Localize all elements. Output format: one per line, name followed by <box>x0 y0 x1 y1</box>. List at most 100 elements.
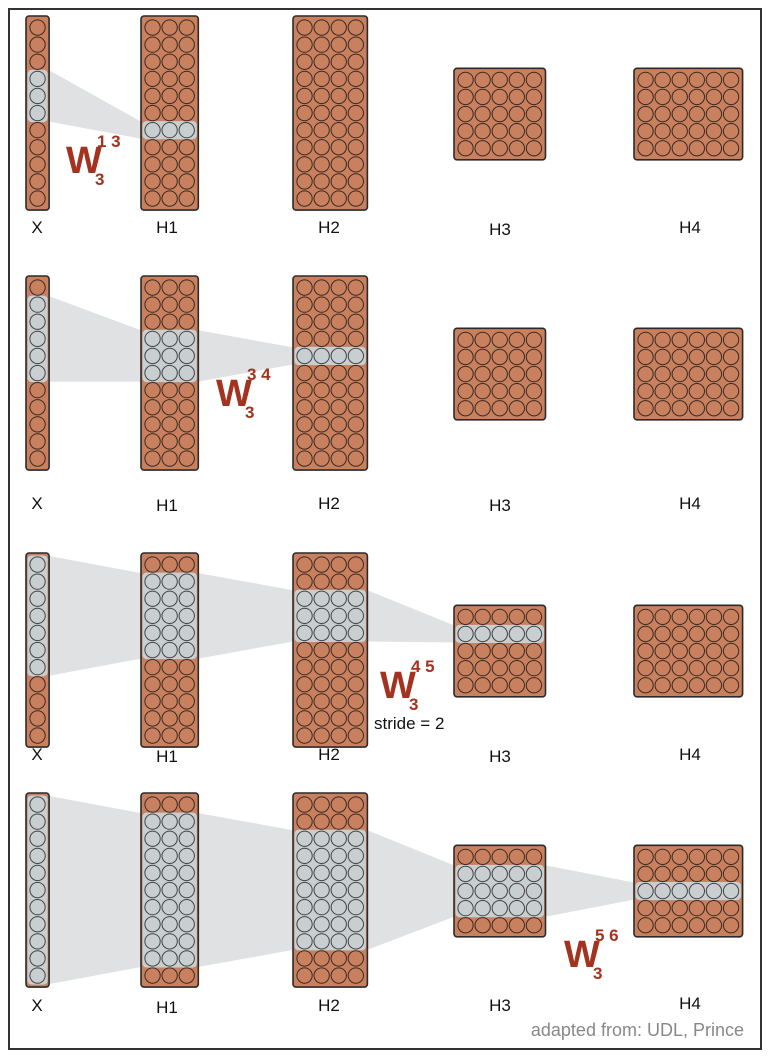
neuron <box>313 313 330 330</box>
neuron-highlighted <box>654 882 671 900</box>
neuron <box>654 848 671 865</box>
neuron <box>296 950 313 967</box>
neuron-highlighted <box>313 347 330 365</box>
layer-h2 <box>292 552 369 748</box>
neuron <box>178 190 195 207</box>
neuron <box>347 364 365 382</box>
neuron <box>29 173 46 190</box>
neuron-highlighted <box>29 296 46 313</box>
neuron-highlighted <box>178 881 195 899</box>
neuron <box>330 676 347 693</box>
panel-4-label-x: X <box>31 996 43 1015</box>
neuron <box>29 693 46 710</box>
neuron <box>161 556 178 573</box>
neuron <box>491 71 508 88</box>
neuron <box>330 382 347 399</box>
neuron <box>474 608 491 625</box>
neuron <box>161 296 178 313</box>
neuron <box>671 331 688 349</box>
neuron <box>29 19 46 36</box>
neuron <box>296 676 313 693</box>
neuron <box>525 917 543 934</box>
neuron <box>178 313 195 330</box>
neuron <box>296 139 313 156</box>
neuron <box>178 139 195 156</box>
neuron-highlighted <box>705 882 723 900</box>
neuron <box>474 917 491 934</box>
neuron-highlighted <box>491 865 508 883</box>
neuron <box>722 105 740 123</box>
neuron-highlighted <box>296 607 313 624</box>
neuron <box>330 313 347 330</box>
attribution-credit: adapted from: UDL, Prince <box>530 1020 744 1040</box>
neuron-highlighted <box>161 933 178 950</box>
neuron <box>161 36 178 53</box>
layer-h4 <box>633 604 744 698</box>
neuron <box>722 917 740 934</box>
neuron <box>654 660 671 677</box>
neuron <box>688 917 705 934</box>
neuron <box>474 105 491 123</box>
neuron <box>29 156 46 173</box>
neuron <box>144 296 161 313</box>
neuron <box>296 104 313 122</box>
neuron <box>313 573 330 590</box>
neuron <box>296 693 313 710</box>
neuron <box>178 693 195 710</box>
neuron-highlighted <box>330 933 347 950</box>
neuron <box>296 556 313 573</box>
neuron <box>313 450 330 467</box>
neuron-highlighted <box>313 830 330 847</box>
neuron <box>144 190 161 207</box>
neuron <box>330 433 347 450</box>
neuron-highlighted <box>29 104 46 122</box>
panel-4-label-h1: H1 <box>156 998 178 1017</box>
panel-4-label-h2: H2 <box>318 996 340 1015</box>
neuron <box>508 383 525 400</box>
neuron <box>296 313 313 330</box>
neuron <box>347 727 365 744</box>
neuron-highlighted <box>457 882 474 900</box>
neuron <box>654 677 671 694</box>
neuron <box>296 382 313 399</box>
neuron <box>144 399 161 416</box>
neuron <box>654 105 671 123</box>
neuron-highlighted <box>347 933 365 950</box>
neuron-highlighted <box>29 933 46 950</box>
neuron <box>347 796 365 813</box>
neuron-highlighted <box>474 882 491 900</box>
neuron-highlighted <box>178 364 195 382</box>
neuron <box>347 382 365 399</box>
neuron-highlighted <box>161 830 178 847</box>
layer-h1 <box>140 792 200 988</box>
neuron <box>347 330 365 348</box>
neuron-highlighted <box>144 847 161 864</box>
neuron <box>347 19 365 36</box>
neuron <box>313 36 330 53</box>
neuron-highlighted <box>347 607 365 624</box>
layer-x <box>25 15 50 211</box>
neuron <box>688 365 705 383</box>
neuron <box>637 365 654 383</box>
layer-x <box>25 552 50 748</box>
neuron <box>705 71 723 88</box>
neuron <box>671 677 688 694</box>
neuron <box>296 121 313 139</box>
neuron-highlighted <box>29 916 46 933</box>
neuron-highlighted <box>178 864 195 882</box>
neuron-highlighted <box>296 347 313 365</box>
neuron <box>457 383 474 400</box>
neuron-highlighted <box>29 87 46 105</box>
neuron-highlighted <box>144 881 161 899</box>
neuron <box>313 399 330 416</box>
layer-h3 <box>453 327 547 421</box>
neuron-highlighted <box>29 624 46 642</box>
neuron <box>330 156 347 173</box>
neuron <box>29 450 46 467</box>
neuron <box>330 36 347 53</box>
neuron <box>347 139 365 156</box>
neuron <box>457 608 474 625</box>
neuron <box>705 400 723 417</box>
neuron <box>330 813 347 830</box>
neuron <box>29 279 46 296</box>
